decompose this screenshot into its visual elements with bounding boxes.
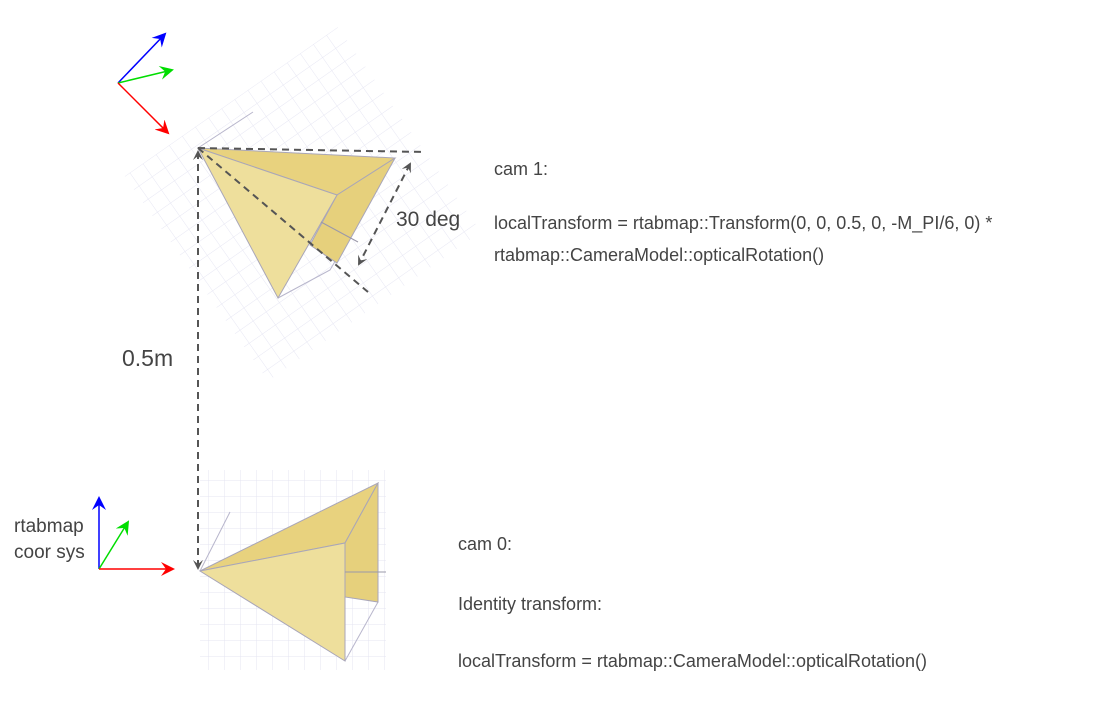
coord-sys-label-line2: coor sys xyxy=(14,542,85,563)
cam1-axes xyxy=(117,32,174,135)
cam1-title: cam 1: xyxy=(494,159,549,179)
cam0-frustum xyxy=(198,481,386,662)
horizontal-guide-line xyxy=(197,147,426,153)
rtabmap-axes xyxy=(92,496,175,576)
z-axis-arrow xyxy=(117,32,167,84)
cam0-identity-label: Identity transform: xyxy=(458,594,603,614)
y-axis-arrow xyxy=(98,520,130,570)
cam1-transform-line2: rtabmap::CameraModel::opticalRotation() xyxy=(494,245,825,265)
angle-label: 30 deg xyxy=(396,208,461,231)
cam0-transform-line: localTransform = rtabmap::CameraModel::o… xyxy=(458,651,928,671)
coord-sys-label-line1: rtabmap xyxy=(14,516,84,537)
x-axis-arrow xyxy=(117,82,170,135)
optical-axis-line xyxy=(197,147,369,293)
angle-arrow xyxy=(358,162,411,266)
cam1-guides xyxy=(193,147,426,570)
y-axis-arrow xyxy=(117,66,174,84)
cam0-title: cam 0: xyxy=(458,534,513,554)
distance-label: 0.5m xyxy=(122,345,174,371)
cam1-transform-line1: localTransform = rtabmap::Transform(0, 0… xyxy=(494,213,993,233)
